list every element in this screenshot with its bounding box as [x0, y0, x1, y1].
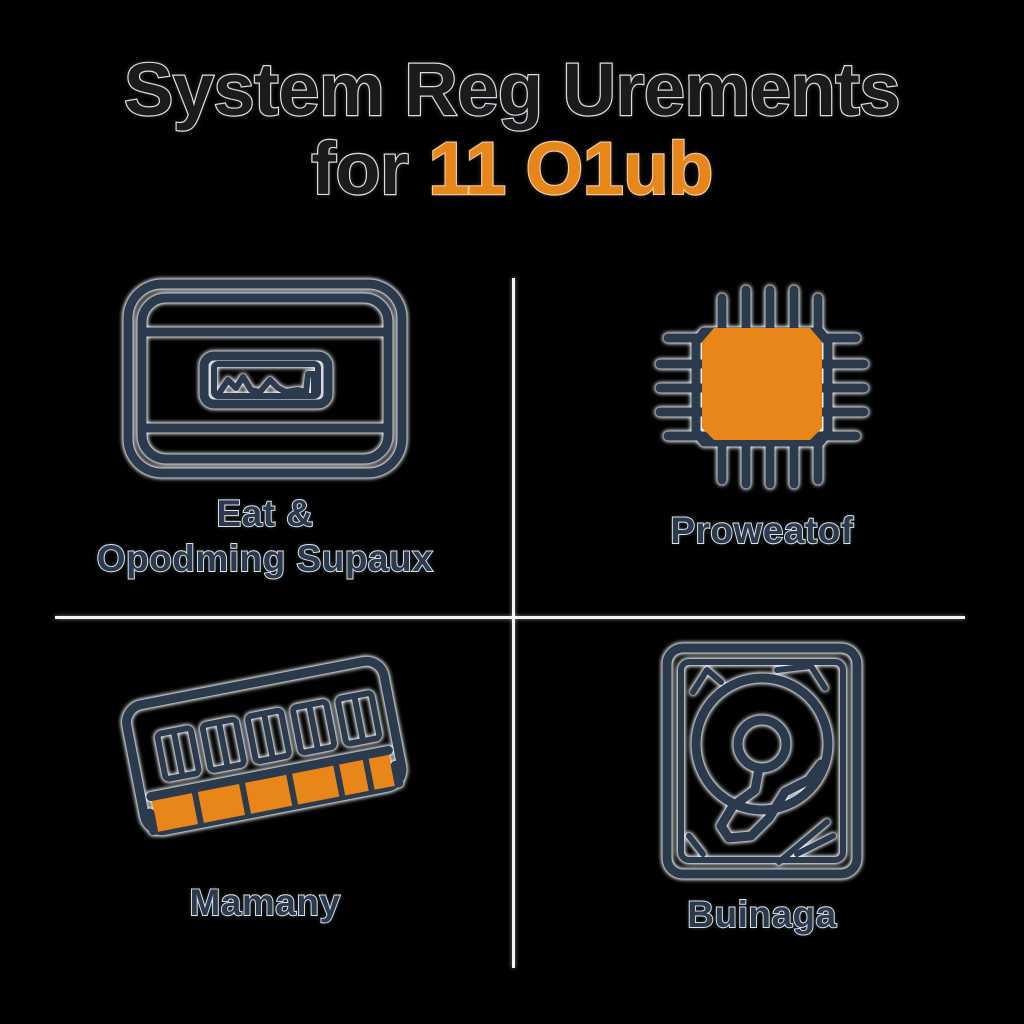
quadrant-bottom-right-label: Buinaga [686, 893, 837, 936]
hard-disk-drive-icon [659, 640, 865, 882]
ram-memory-stick-icon [115, 640, 415, 870]
title-line-2: for 11 O1ub [0, 130, 1024, 208]
quadrant-top-right-label: Proweatof [669, 509, 854, 552]
title-line-2-accent: 11 O1ub [427, 127, 714, 211]
quadrant-top-left-label: Eat & Opodming Supaux [96, 492, 434, 580]
quadrant-bottom-left: Mamany [30, 640, 500, 960]
quadrant-top-right: Proweatof [527, 276, 997, 596]
quadrant-top-left: Eat & Opodming Supaux [30, 276, 500, 596]
cpu-processor-icon [642, 276, 882, 498]
horizontal-divider [55, 616, 965, 619]
poster-title: System Reg Urements for 11 O1ub [0, 48, 1024, 208]
title-line-1: System Reg Urements [123, 48, 902, 131]
usb-port-icon [120, 276, 410, 481]
quadrant-bottom-right: Buinaga [527, 640, 997, 960]
vertical-divider [512, 278, 515, 968]
quadrant-bottom-left-label: Mamany [189, 881, 341, 924]
title-line-2-prefix: for [310, 127, 429, 211]
